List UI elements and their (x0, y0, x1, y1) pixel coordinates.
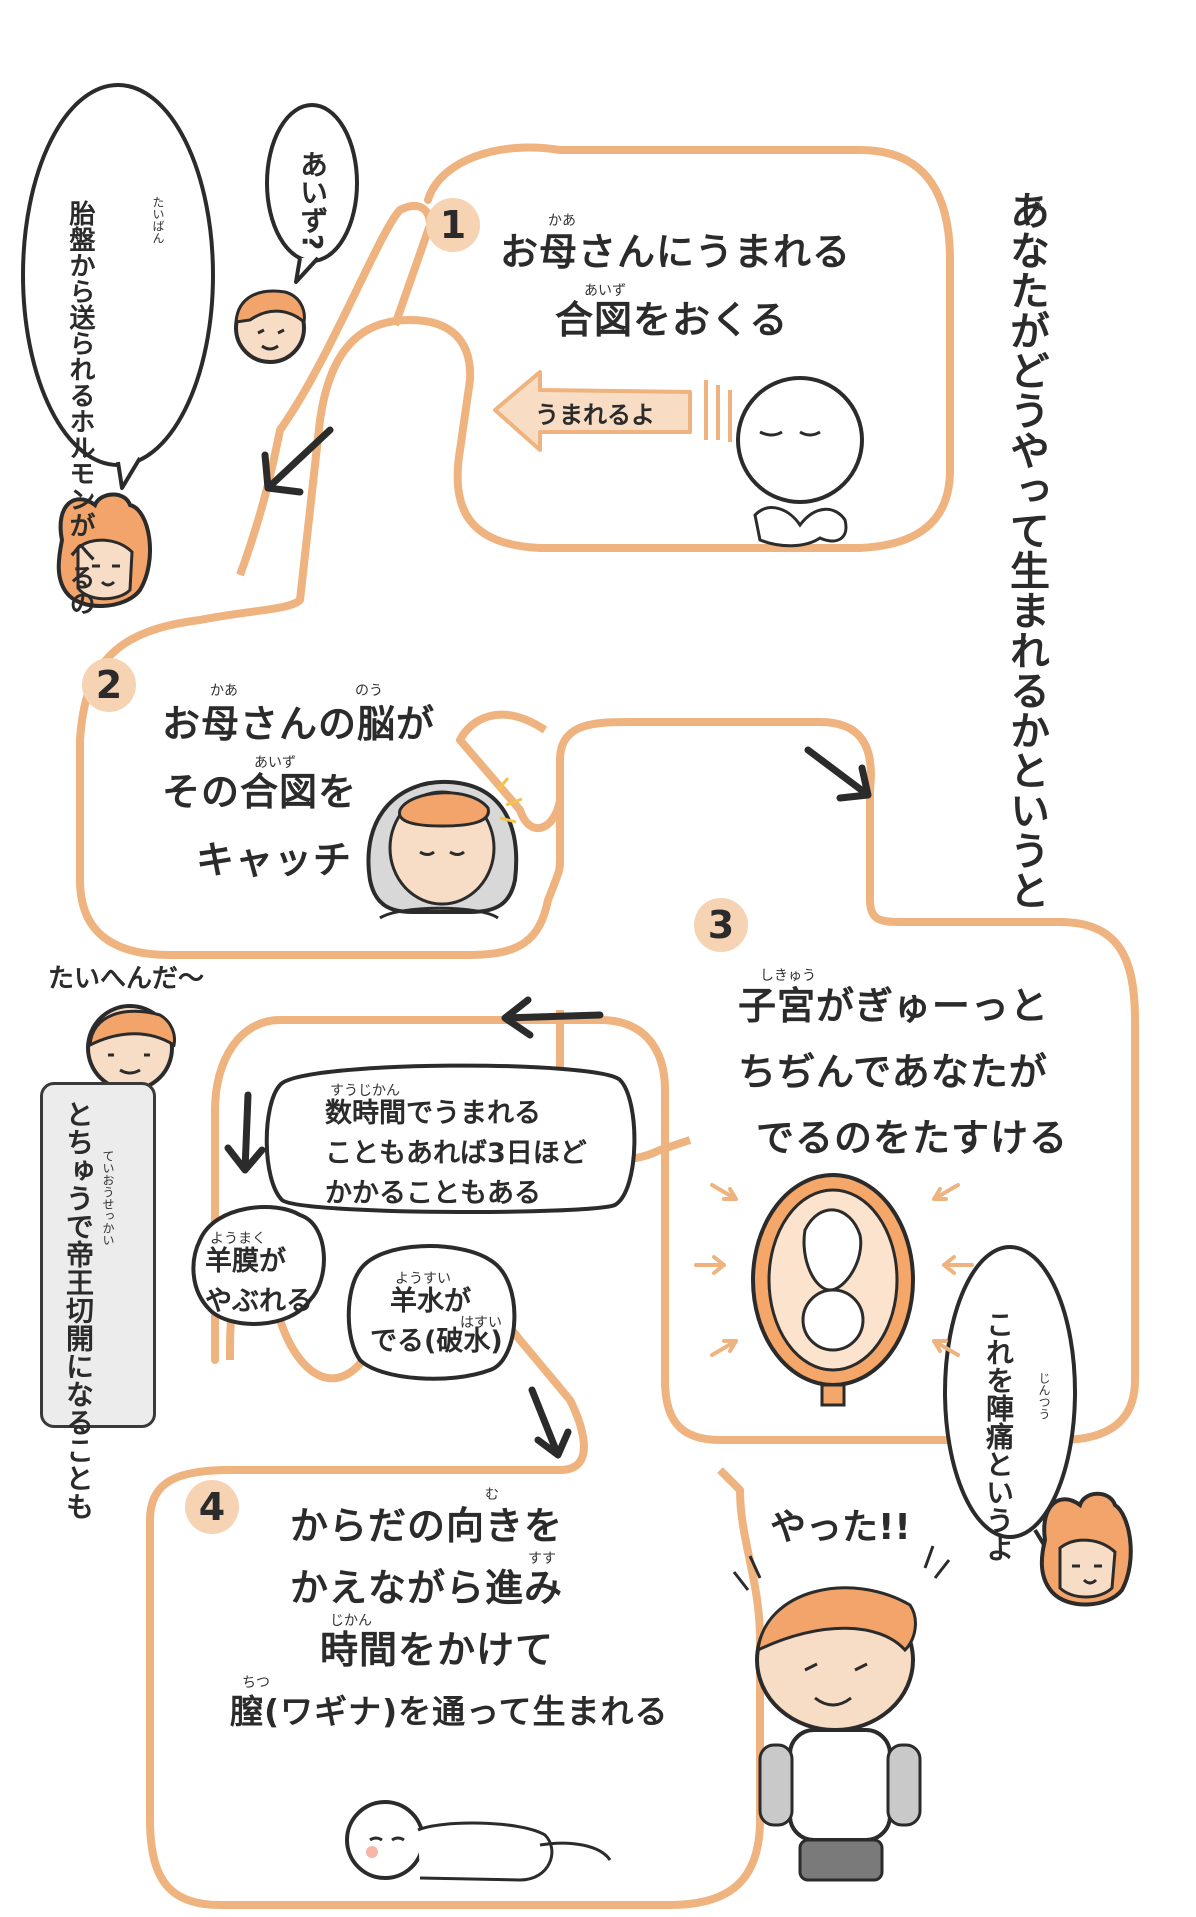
step2-line1: お母さんの脳が (162, 702, 436, 746)
jintsu-text: これを陣痛というよ (982, 1310, 1015, 1562)
step4-line2: かえながら進み (290, 1566, 564, 1610)
step3-number: 3 (694, 898, 748, 952)
bubble-aizu-tail (294, 256, 320, 284)
step4-line3: 時間をかけて (320, 1628, 555, 1672)
step4-line1: からだの向きを (290, 1504, 564, 1548)
yosui-ruby-hasui: はすい (460, 1315, 502, 1331)
step2-number: 2 (82, 658, 136, 712)
aizu-text: あいず? (296, 150, 329, 251)
kid-cheering (732, 1545, 951, 1882)
yosui-line2: でる(破水) (370, 1326, 503, 1357)
bubble-hormone-tail (116, 456, 142, 490)
bubble-hormone (21, 83, 215, 467)
step3-ruby-shikyu: しきゅう (760, 968, 816, 984)
step1-line1: お母さんにうまれる (500, 230, 852, 274)
uterus-illustration (751, 1173, 915, 1407)
step1-number: 1 (426, 198, 480, 252)
step2-ruby-nou: のう (355, 683, 383, 699)
step4-number: 4 (185, 1480, 239, 1534)
rabbit-girl-bottom (1039, 1491, 1133, 1607)
teiou-ruby: ていおうせっかい (101, 1150, 115, 1246)
arrow-step1-to-2 (261, 426, 334, 496)
hours-line2: こともあれば3日ほど (325, 1138, 587, 1169)
arrow-down-left (224, 1091, 266, 1174)
arrow-step3-left (501, 996, 604, 1039)
yomaku-line2: やぶれる (205, 1286, 313, 1317)
hours-line1: 数時間でうまれる (325, 1098, 541, 1129)
step2-line3: キャッチ (196, 838, 353, 882)
kid-face-taihen (86, 1004, 176, 1092)
step4-ruby-susu: すす (528, 1551, 556, 1567)
step2-line2: その合図を (162, 770, 358, 814)
mother-face-step2 (366, 777, 523, 920)
step3-line2: ちぢんであなたが (738, 1050, 1048, 1094)
intro-ruby: う (1030, 199, 1044, 215)
hours-line3: かかることもある (325, 1178, 541, 1209)
step4-ruby-chitsu: ちつ (242, 1675, 270, 1691)
taihen-text: たいへんだ〜 (48, 964, 205, 994)
bubble-yosui (346, 1244, 517, 1381)
step3-line3: でるのをたすける (756, 1116, 1069, 1160)
hormone-ruby-taiban: たいばん (151, 196, 165, 244)
umareruyo-arrow (493, 370, 732, 452)
yomaku-line1: 羊膜が (205, 1246, 286, 1277)
step2-ruby-kaa: かあ (210, 683, 238, 699)
arrow-step2-to-3 (804, 746, 872, 802)
umareruyo-label: うまれるよ (535, 401, 655, 429)
step4-ruby-mu: む (485, 1487, 499, 1503)
jintsu-ruby: じんつう (1037, 1372, 1051, 1420)
step4-line4: 膣(ワギナ)を通って生まれる (230, 1692, 669, 1731)
kid-face-top (234, 289, 306, 364)
step3-line1: 子宮がぎゅーっと (738, 984, 1049, 1028)
newborn-baby (345, 1800, 612, 1882)
rabbit-girl-top (56, 492, 152, 608)
yomaku-ruby: ようまく (210, 1231, 266, 1247)
bubble-jintsu (943, 1245, 1077, 1539)
bubble-hours (264, 1063, 637, 1214)
hours-ruby: すうじかん (330, 1083, 400, 1099)
yosui-line1: 羊水が (390, 1286, 471, 1317)
baby-step1 (736, 376, 864, 548)
yatta-text: やった!! (770, 1507, 911, 1548)
pressure-arrows (694, 1183, 974, 1357)
teiou-text: とちゅうで帝王切開になることも (62, 1100, 95, 1520)
step4-ruby-jikan: じかん (330, 1613, 372, 1629)
step1-ruby-aizu: あいず (584, 283, 626, 299)
step2-ruby-aizu: あいず (254, 755, 296, 771)
teiou-note (40, 1082, 156, 1428)
step1-line2: 合図をおくる (555, 298, 789, 342)
hormone-text: 胎盤から送られるホルモンがへるの (65, 200, 95, 616)
intro-text: あなたがどうやって生まれるかというと (1003, 190, 1049, 910)
arrow-down-to-4 (528, 1386, 572, 1459)
step1-ruby-kaa: かあ (548, 213, 576, 229)
yosui-ruby: ようすい (395, 1271, 451, 1287)
bubble-yomaku (191, 1205, 326, 1326)
